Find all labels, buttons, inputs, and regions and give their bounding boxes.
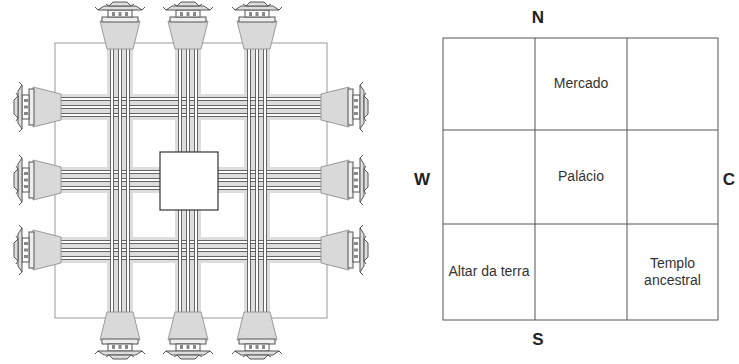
cell-label: Altar da terra [449, 263, 530, 281]
compass-letter: C [723, 170, 735, 190]
grid-cell: Altar da terra [443, 224, 535, 320]
compass-letter: S [532, 330, 543, 350]
grid-cell: Templo ancestral [627, 224, 718, 320]
cell-label: Mercado [554, 75, 608, 93]
cell-label: Palácio [558, 168, 604, 186]
layout-grid [443, 38, 718, 320]
city-wall [55, 43, 327, 318]
compass-letter: N [532, 8, 544, 28]
grid-cell: Mercado [535, 38, 627, 130]
cell-label: Templo ancestral [631, 255, 714, 290]
gates [14, 2, 368, 359]
palace-square [160, 152, 218, 210]
roads [55, 43, 327, 318]
compass-letter: W [414, 170, 430, 190]
grid-cell: Palácio [535, 130, 627, 224]
